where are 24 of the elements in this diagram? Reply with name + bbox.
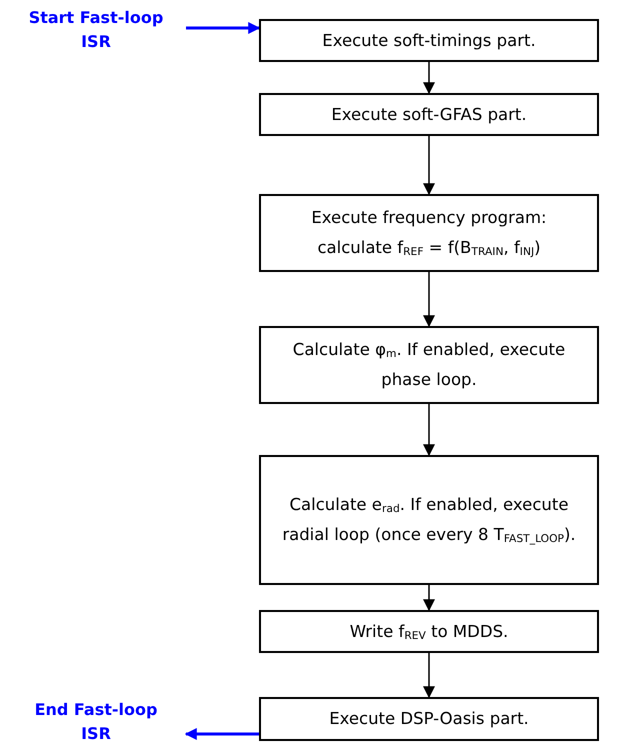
arrow — [423, 585, 435, 612]
process-box — [259, 194, 599, 272]
process-box — [259, 19, 599, 62]
arrow — [423, 404, 435, 456]
arrow — [423, 272, 435, 328]
step-text: Execute soft-GFAS part. — [330, 104, 528, 126]
step-text: Execute frequency program: calculate f$_{REF}$ = f(B$_{TRAIN}$, f$_{INJ}$) — [310, 207, 548, 260]
step-text: Execute DSP-Oasis part. — [328, 708, 530, 730]
step-text: Calculate φ$_{m}$. If enabled, execute phase loop. — [292, 339, 566, 391]
process-box — [259, 93, 599, 136]
process-box — [259, 455, 599, 585]
terminal-label: Start Fast-loop ISR — [28, 7, 164, 53]
arrow — [184, 728, 259, 740]
arrow — [186, 22, 260, 34]
arrow — [423, 653, 435, 698]
step-text: Write f$_{REV}$ to MDDS. — [348, 620, 510, 644]
process-box — [259, 610, 599, 653]
process-box — [259, 326, 599, 404]
arrow — [423, 136, 435, 196]
process-box — [259, 697, 599, 741]
arrow — [423, 62, 435, 94]
step-text: Execute soft-timings part. — [321, 30, 537, 52]
step-text: Calculate e$_{rad}$. If enabled, execute radial loop (once every 8 T$_{FAST_LOOP}$). — [281, 494, 577, 548]
terminal-label: End Fast-loop ISR — [34, 699, 158, 745]
